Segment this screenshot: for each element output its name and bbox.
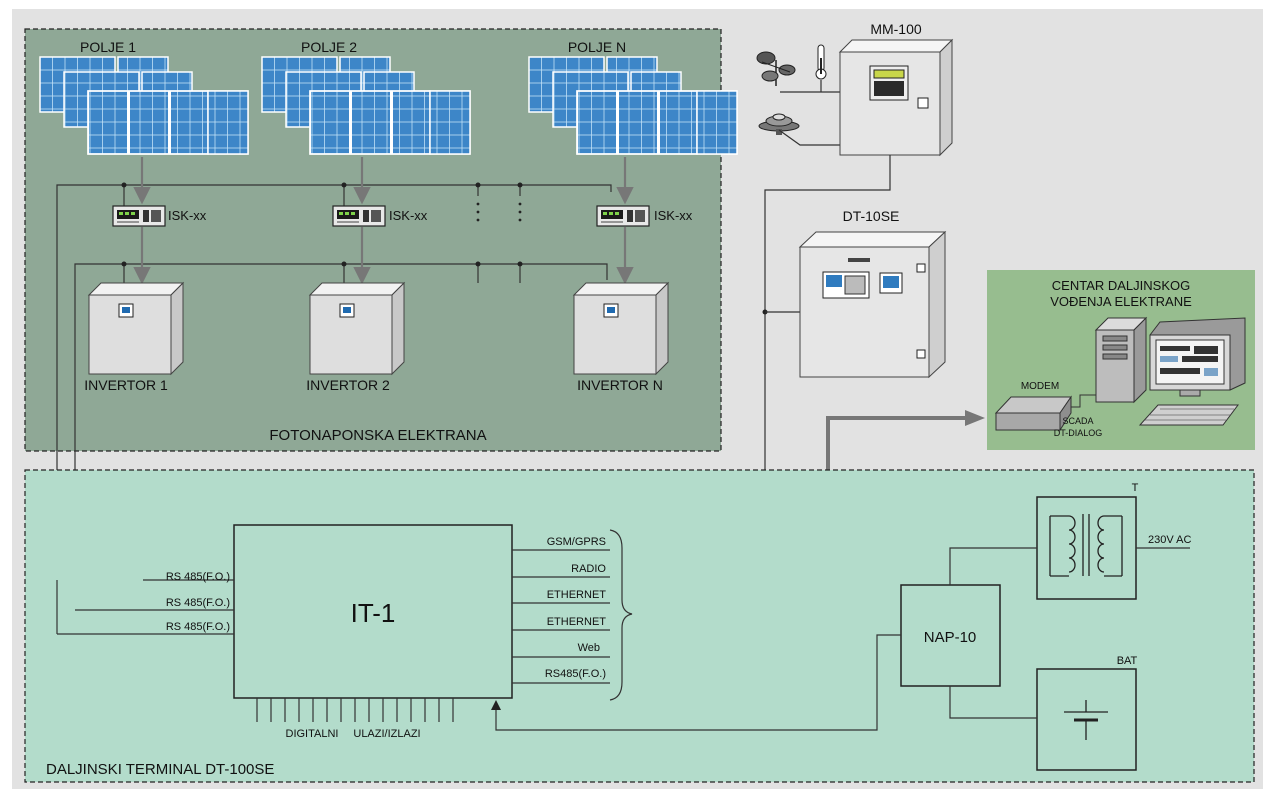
- inverter-label-n: INVERTOR N: [577, 377, 663, 393]
- inverter-1: [88, 282, 184, 375]
- scada-label-2: DT-DIALOG: [1054, 428, 1103, 438]
- pyranometer-icon: [758, 113, 800, 135]
- ports-brace: [609, 529, 633, 701]
- keyboard-icon: [1138, 404, 1239, 426]
- inverter-n: [573, 282, 669, 375]
- rs485-label-2: RS 485(F.O.): [166, 597, 230, 609]
- plant-zone: POLJE 1 POLJE 2 POLJE N ISK-xx ISK: [24, 28, 738, 610]
- combiner-label-1: ISK-xx: [168, 208, 207, 223]
- terminal-zone: DALJINSKI TERMINAL DT-100SE IT-1 RS 485(…: [24, 469, 1255, 783]
- combiner-label-n: ISK-xx: [654, 208, 693, 223]
- port-web: Web: [578, 642, 600, 654]
- port-rs485: RS485(F.O.): [545, 668, 606, 680]
- control-center-title-1: CENTAR DALJINSKOG: [1052, 278, 1190, 293]
- substation-label: DT-10SE: [843, 208, 900, 224]
- rs485-label-3: RS 485(F.O.): [166, 621, 230, 633]
- plant-title: FOTONAPONSKA ELEKTRANA: [269, 427, 486, 444]
- modem-label: MODEM: [1021, 381, 1059, 392]
- combiner-box-2: [332, 205, 386, 227]
- scada-label-1: SCADA: [1062, 416, 1093, 426]
- inverter-label-2: INVERTOR 2: [306, 377, 390, 393]
- port-radio: RADIO: [571, 563, 606, 575]
- bus-line-lower: [74, 263, 608, 610]
- port-ethernet-1: ETHERNET: [547, 589, 607, 601]
- power-unit-label: NAP-10: [924, 629, 977, 646]
- port-gsm: GSM/GPRS: [547, 536, 606, 548]
- digital-io-pins: [256, 698, 454, 722]
- substation-cabinet: DT-10SE: [798, 208, 947, 379]
- combiner-box-n: [596, 205, 650, 227]
- modem-icon: [994, 395, 1072, 432]
- bus-line-upper: [56, 184, 612, 580]
- inverter-label-1: INVERTOR 1: [84, 377, 168, 393]
- control-center: CENTAR DALJINSKOG VOĐENJA ELEKTRANE MODE…: [987, 270, 1255, 450]
- field-label-n: POLJE N: [568, 39, 626, 55]
- field-label-1: POLJE 1: [80, 39, 136, 55]
- transformer-label: T: [1132, 482, 1139, 494]
- combiner-label-2: ISK-xx: [389, 208, 428, 223]
- anemometer-icon: [756, 51, 796, 86]
- thermometer-icon: [815, 44, 827, 80]
- weather-station-label: MM-100: [870, 21, 922, 37]
- control-center-title-2: VOĐENJA ELEKTRANE: [1050, 294, 1192, 309]
- field-label-2: POLJE 2: [301, 39, 357, 55]
- it1-label: IT-1: [351, 598, 396, 628]
- battery-label: BAT: [1117, 655, 1138, 667]
- it1-unit: [233, 524, 513, 699]
- transformer-icon: [1049, 514, 1123, 577]
- weather-station: MM-100: [756, 21, 954, 157]
- terminal-title: DALJINSKI TERMINAL DT-100SE: [46, 761, 274, 778]
- rs485-label-1: RS 485(F.O.): [166, 571, 230, 583]
- io-label-2: ULAZI/IZLAZI: [353, 728, 420, 740]
- power-unit: [900, 584, 1001, 687]
- computer-tower-icon: [1094, 316, 1148, 404]
- port-ethernet-2: ETHERNET: [547, 616, 607, 628]
- battery-icon: [1064, 700, 1108, 740]
- combiner-box-1: [112, 205, 166, 227]
- io-label-1: DIGITALNI: [286, 728, 339, 740]
- transformer-box: [1036, 496, 1137, 600]
- power-feed-line: [495, 634, 901, 731]
- monitor-icon: [1149, 317, 1246, 397]
- mains-label: 230V AC: [1148, 534, 1191, 546]
- inverter-2: [309, 282, 405, 375]
